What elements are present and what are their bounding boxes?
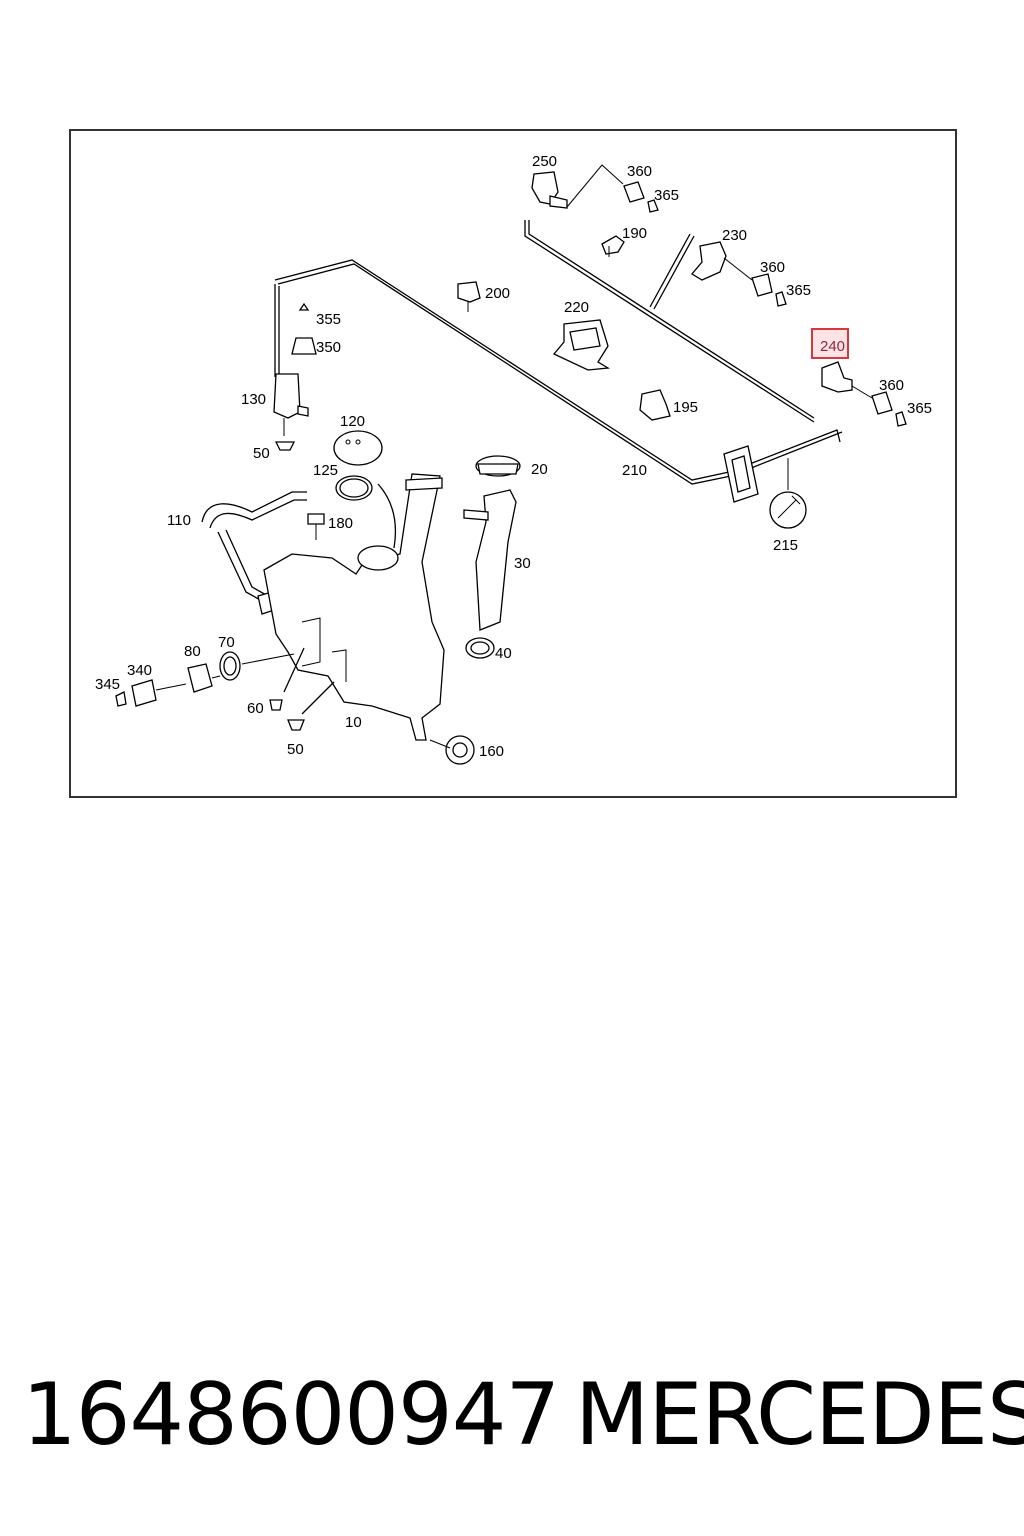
pump-130-icon	[273, 302, 317, 451]
label-160: 160	[479, 743, 504, 760]
label-240: 240	[820, 338, 845, 355]
label-340: 340	[127, 662, 152, 679]
label-80: 80	[184, 643, 201, 660]
label-30: 30	[514, 555, 531, 572]
nozzle-230-icon	[691, 241, 787, 307]
grommet-70-icon	[219, 651, 295, 681]
plug-345-icon	[115, 691, 127, 707]
label-20: 20	[531, 461, 548, 478]
bolt-180-icon	[307, 513, 325, 540]
label-220: 220	[564, 299, 589, 316]
label-345: 345	[95, 676, 120, 693]
grommet-215-icon	[723, 445, 807, 529]
label-360: 360	[760, 259, 785, 276]
label-50: 50	[253, 445, 270, 462]
highlight-box	[811, 328, 849, 359]
label-350: 350	[316, 339, 341, 356]
label-210: 210	[622, 462, 647, 479]
filler-neck-30-icon	[463, 489, 517, 631]
label-60: 60	[247, 700, 264, 717]
assembly-arrows	[283, 483, 397, 715]
label-40: 40	[495, 645, 512, 662]
nozzle-250-icon	[531, 164, 624, 209]
label-180: 180	[328, 515, 353, 532]
label-365: 365	[654, 187, 679, 204]
nut-50-icon	[287, 719, 305, 731]
clip-195-icon	[639, 389, 671, 421]
label-200: 200	[485, 285, 510, 302]
bracket-220-icon	[552, 319, 611, 371]
label-120: 120	[340, 413, 365, 430]
label-365: 365	[907, 400, 932, 417]
label-250: 250	[532, 153, 557, 170]
label-125: 125	[313, 462, 338, 479]
reservoir-10-icon	[263, 473, 445, 741]
label-355: 355	[316, 311, 341, 328]
pump-160-icon	[429, 735, 475, 765]
connector-340-icon	[131, 679, 187, 707]
clip-190-icon	[601, 235, 625, 257]
label-360: 360	[879, 377, 904, 394]
label-365: 365	[786, 282, 811, 299]
ring-40-icon	[465, 637, 495, 659]
label-360: 360	[627, 163, 652, 180]
label-215: 215	[773, 537, 798, 554]
hose-110-icon	[201, 491, 307, 615]
cap-360-icon	[623, 181, 659, 213]
label-110: 110	[167, 512, 191, 529]
diagram-frame: 250 360 365 190 230 360 365 200 220 240 …	[69, 129, 957, 798]
part-number: 1648600947	[22, 1365, 560, 1465]
cap-120-icon	[333, 430, 383, 466]
label-230: 230	[722, 227, 747, 244]
seal-125-icon	[335, 475, 373, 501]
parts-diagram: 250 360 365 190 230 360 365 200 220 240 …	[95, 153, 932, 765]
nozzle-240-icon	[821, 361, 907, 427]
footer: 1648600947 MERCEDES	[0, 1365, 1024, 1475]
label-190: 190	[622, 225, 647, 242]
cap-20-icon	[475, 455, 521, 477]
label-70: 70	[218, 634, 235, 651]
label-10: 10	[345, 714, 362, 731]
brand-name: MERCEDES	[575, 1365, 1024, 1465]
clip-200-icon	[457, 281, 481, 312]
plug-60-icon	[269, 699, 283, 711]
label-130: 130	[241, 391, 266, 408]
washer-pipe-210	[274, 220, 843, 485]
label-50: 50	[287, 741, 304, 758]
sensor-80-icon	[187, 663, 221, 693]
label-195: 195	[673, 399, 698, 416]
